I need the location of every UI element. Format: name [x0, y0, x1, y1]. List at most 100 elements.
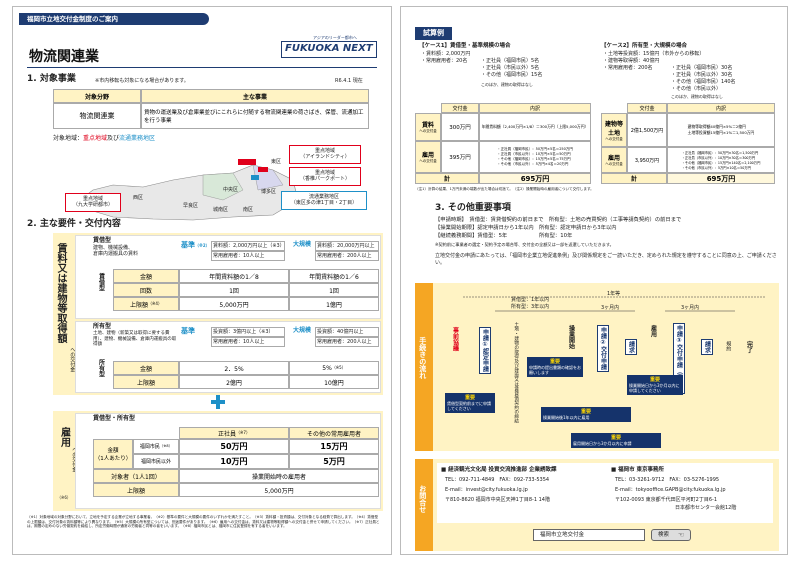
flow-imp5: 重要雇用開始日から3か月以内に申請 — [571, 433, 661, 449]
emp-sidebar-sub: への交付金 — [71, 447, 77, 472]
own-large-cap: 10億円 — [289, 375, 379, 389]
own-std-pct: 2．5% — [179, 361, 289, 375]
std-ex2: 常用雇用者：10人以上 — [211, 251, 285, 262]
c2-r1-label: 建物等 土地への交付金 — [601, 113, 627, 147]
emp-sidebar: 雇用 — [58, 427, 70, 447]
emp-amount-label: 金額 （1人あたり） — [93, 439, 133, 469]
contact-r-addr: 〒102-0093 東京都千代田区平河町2丁目6-1 — [615, 497, 718, 503]
case1-l2: ・常用雇用者：20名 — [421, 58, 468, 64]
right-page: 試算例 【ケース1】賃借型・基準規模の場合 ・賃料額：2,000万円 ・常用雇用… — [400, 6, 788, 555]
contact-r-mail: E-mail：tokyooffice.GAPB@city.fukuoka.lg.… — [615, 487, 726, 493]
area-map — [72, 159, 299, 221]
s2-sidebar-sub: への交付金 — [69, 347, 76, 372]
footnotes: （※1）対象地域の対象分野において、立地を予定する企業が立地する事業者。（※2）… — [27, 515, 380, 529]
flow-imp2: 重要申請時の提出書類の確認をお願いします — [527, 357, 583, 378]
emp-v1: 50万円 — [179, 439, 289, 454]
case1-l1: ・賃料額：2,000万円 — [421, 51, 471, 57]
flow-step9: 請求 — [701, 339, 713, 355]
large-ex2: 常用雇用者：200人以上 — [315, 251, 379, 262]
case1-e1: ・正社員（福岡市民）5名 — [481, 58, 540, 64]
case2-e1: ・正社員（福岡市民）30名 — [671, 65, 733, 71]
pointer-icon: ☜ — [678, 531, 685, 539]
std-times: 1回 — [179, 283, 289, 297]
c2-r1-det: 建物等取得額40億円×5%＝2億円 土地等投資額15億円×1%＝1,500万円 — [667, 113, 775, 147]
case2-e2: ・正社員（市民以外）30名 — [671, 72, 733, 78]
lease-type-label: 賃借型 — [97, 273, 105, 291]
contact-l-addr: 〒810-8620 福岡市中央区天神1丁目8-1 14階 — [445, 497, 550, 503]
emp-col-reg: 正社員（※7） — [179, 427, 289, 439]
c1-r1-det: 年間賃料額（2,400万円×1/8）＝300万円（上限5,000万円） — [479, 113, 591, 141]
c1-r2-amt: 395万円 — [441, 141, 479, 173]
c2-total-label: 計 — [601, 173, 667, 184]
large-amount: 年間賃料額の1／6 — [289, 269, 379, 283]
emp-sidebar-note: （※6） — [57, 495, 71, 500]
s3-l4: ※契約前に事業者の選定・契約予定の場合等、交付金の全額又は一部を返還していただき… — [435, 242, 614, 247]
case2-title: 【ケース2】所有型・大規模の場合 — [601, 43, 688, 49]
contact-l-tel: TEL：092-711-4849 FAX：092-733-5354 — [445, 477, 550, 483]
own-amount-label: 金額 — [113, 361, 179, 375]
header-tag: 福岡市立地交付金制度のご案内 — [19, 13, 209, 25]
s3-l2: 【操業開始期限】認定申請日から1年以内 所有型：認定申請日から3年以内 — [435, 225, 617, 231]
search-box[interactable]: 福岡市立地交付金 — [533, 529, 645, 541]
map-sawara: 早良区 — [183, 203, 199, 209]
flow-step10: 規約 — [725, 341, 732, 351]
own-cap-label: 上限額 — [113, 375, 179, 389]
map-hakata: 博多区 — [261, 189, 277, 195]
flow-imp3: 重要操業開始日から3か月以内に申請してください — [627, 375, 683, 396]
own-std-cap: 2億円 — [179, 375, 289, 389]
left-page: 福岡市立地交付金制度のご案内 アジアのリーダー都市へ FUKUOKA NEXT … — [12, 6, 392, 555]
contact-sidebar — [415, 459, 433, 551]
search-button-label: 検索 — [658, 532, 670, 538]
c1-r2-label: 雇用への交付金 — [415, 141, 441, 173]
emp-target-val: 操業開始時の雇用者 — [179, 469, 379, 483]
flow-step6: 請求 — [625, 339, 637, 355]
c1-h-detail: 内訳 — [479, 103, 591, 113]
field-value: 物流関連業 — [53, 103, 141, 129]
own-large-ex2: 常用雇用者：200人以上 — [315, 337, 379, 348]
c2-r2-label: 雇用への交付金 — [601, 147, 627, 173]
emp-citizen-label: 福岡市民（※8） — [133, 439, 179, 454]
brand-tagline: アジアのリーダー都市へ — [313, 35, 357, 40]
page-title: 物流関連業 — [29, 49, 99, 65]
date-label: R6.4.1 現在 — [335, 78, 363, 84]
lease-reqs: 建物、機械設備、 倉庫内運搬具の賃料 — [93, 245, 139, 258]
section2-heading: 2. 主な要件・交付内容 — [27, 219, 121, 229]
case2-l3: ・常用雇用者：200名 — [603, 65, 653, 71]
contact-side-label: お問合せ — [418, 485, 427, 513]
emp-v2: 15万円 — [289, 439, 379, 454]
flow-side-label: 手続きの流れ — [418, 337, 427, 379]
emp-v4: 5万円 — [289, 454, 379, 469]
own-type-label: 所有型 — [97, 359, 105, 377]
c1-r1-amt: 300万円 — [441, 113, 479, 141]
business-value: 貨物の運送業及び倉庫業並びにこれらに付随する物流関連業の荷さばき、保管、流通加工… — [141, 103, 369, 129]
contact-l-org: ■ 経済観光文化局 投資交流推進部 企業誘致課 — [441, 467, 557, 473]
large-ex1: 賃料額：20,000万円以上 — [315, 241, 379, 252]
case2-l1: ・土地等投資額：15億円（市外からの移転） — [603, 51, 705, 57]
flow-arrows — [463, 296, 765, 312]
example-heading: 試算例 — [415, 27, 452, 40]
map-minami: 南区 — [243, 207, 254, 213]
search-button[interactable]: 検索 ☜ — [651, 529, 691, 541]
flow-step2: 申請①認定申請 — [479, 327, 491, 374]
row-amount-label: 金額 — [113, 269, 179, 283]
contact-l-mail: E-mail：invest@city.fukuoka.lg.jp — [445, 487, 528, 493]
s3-l3: 【継続義務期間】賃借型：5年 所有型：10年 — [435, 233, 573, 239]
case2-e3: ・その他（福岡市民）140名 — [671, 79, 736, 85]
std-amount: 年間賃料額の1／8 — [179, 269, 289, 283]
own-title: 所有型 — [93, 323, 112, 330]
flow-step5: 申請②交付申請 — [597, 325, 609, 372]
case1-note: このほか、建物の取得はなし — [481, 82, 533, 87]
callout-kyudai: 重点地域 （九大学研都市） — [65, 193, 121, 212]
case1-e3: ・その他（福岡市民）15名 — [481, 72, 543, 78]
row-times-label: 回数 — [113, 283, 179, 297]
section3-heading: 3. その他重要事項 — [435, 203, 511, 213]
table-notes: （注1）計算の結果、1万円未満の端数が出た場合は切捨て。（注2）操業開始時の雇用… — [415, 187, 594, 191]
map-jonan: 城南区 — [213, 207, 229, 213]
col-business: 主な事業 — [141, 89, 369, 103]
c2-total: 695万円 — [667, 173, 775, 184]
flow-imp4: 重要操業開始後1年以内に雇用 — [541, 407, 631, 423]
section1-note: ※市内移転も対象になる場合があります。 — [95, 78, 189, 84]
col-field: 対象分野 — [53, 89, 141, 103]
emp-cap-label: 上限額 — [93, 483, 179, 497]
case1-title: 【ケース1】賃借型・基準規模の場合 — [419, 43, 511, 49]
